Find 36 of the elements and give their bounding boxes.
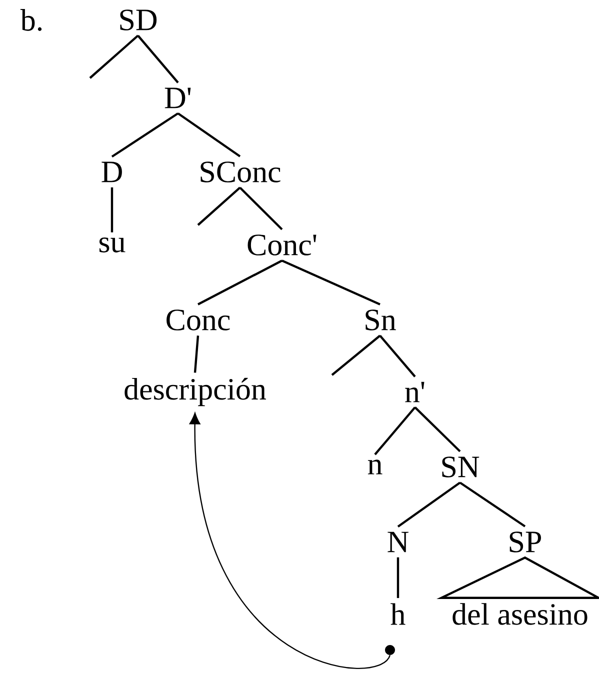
trace-dot: [385, 645, 395, 655]
tree-branch: [239, 186, 283, 230]
tree-label: descripción: [124, 378, 266, 406]
tree-label: D': [164, 88, 191, 108]
tree-label: Sn: [366, 310, 396, 330]
tree-branch: [282, 260, 380, 306]
tree-branch: [397, 482, 461, 528]
tree-branch: [396, 557, 400, 598]
tree-label: N: [388, 532, 408, 552]
tree-label: del asesino: [452, 603, 588, 625]
tree-label: n: [368, 460, 382, 474]
tree-branch: [459, 482, 526, 528]
tree-label: h: [390, 603, 406, 625]
tree-branch: [177, 112, 241, 158]
movement-arrow: [189, 412, 390, 669]
tree-label: Conc': [248, 234, 316, 256]
tree-label: SConc: [200, 162, 280, 182]
tree-branch: [374, 406, 416, 456]
tree-label: SP: [510, 532, 541, 552]
tree-label: SN: [442, 456, 480, 478]
list-marker: b.: [20, 9, 42, 31]
tree-branch: [414, 406, 461, 452]
tree-branch: [197, 186, 241, 226]
tree-branch: [197, 260, 282, 306]
tree-label: n': [405, 382, 424, 402]
tree-label: Conc: [166, 310, 230, 330]
tree-label: su: [99, 238, 126, 252]
tree-label: SD: [120, 10, 157, 30]
tree-branch: [89, 34, 139, 79]
tree-branch: [110, 187, 114, 232]
tree-branch: [194, 336, 200, 373]
tree-branch: [111, 112, 179, 158]
tree-label: D: [102, 162, 122, 182]
tree-branch: [331, 334, 381, 376]
tree-branch: [379, 334, 416, 378]
tree-branch: [137, 34, 179, 84]
